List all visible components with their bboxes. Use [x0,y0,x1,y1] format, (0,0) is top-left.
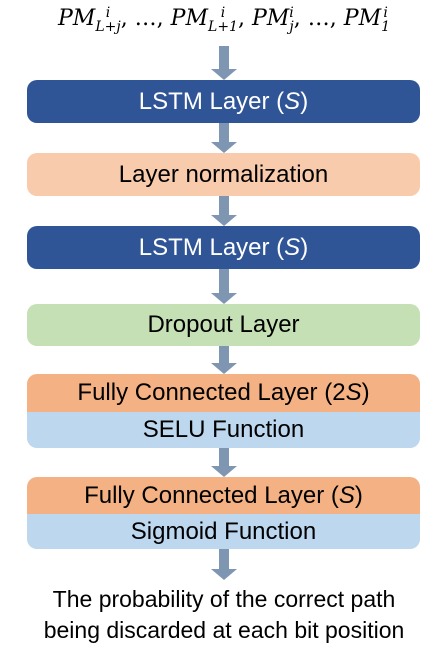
down-arrow-icon [211,269,237,304]
path-metric-base: PM [57,6,96,31]
lstm-layer-1-param: S [284,87,301,115]
path-metric-superscript: i [383,5,388,21]
input-separator: , [237,6,252,31]
fully-connected-layer-2-param: S [338,481,355,509]
path-metric-subscript: 1 [381,19,391,35]
path-metric-superscript: i [105,5,111,21]
down-arrow-icon [211,123,237,153]
fully-connected-layer-2-close: ) [354,481,363,509]
layer-normalization-label: Layer normalization [118,160,329,188]
dropout-layer: Dropout Layer [27,304,420,346]
path-metric-superscript: i [220,5,226,21]
lstm-layer-2: LSTM Layer (S) [27,226,420,269]
down-arrow-icon [211,448,237,477]
lstm-layer-2-close: ) [300,233,309,261]
input-separator: , …, [120,6,171,31]
selu-function: SELU Function [27,412,420,448]
fully-connected-layer-1-param: S [345,379,362,406]
sigmoid-function-label: Sigmoid Function [130,517,317,545]
fully-connected-layer-2-label: Fully Connected Layer ( [84,481,339,509]
lstm-layer-1: LSTM Layer (S) [27,80,420,123]
fully-connected-layer-2: Fully Connected Layer (S) [27,477,420,514]
dropout-layer-label: Dropout Layer [147,311,300,338]
output-description: The probability of the correct path bein… [0,584,448,646]
sigmoid-function: Sigmoid Function [27,514,420,549]
selu-function-label: SELU Function [142,416,305,443]
path-metric-base: PM [251,6,290,31]
lstm-layer-2-label: LSTM Layer ( [138,233,285,261]
down-arrow-icon [211,46,237,80]
path-metric-subscript: L+j [95,19,121,35]
layer-normalization: Layer normalization [27,153,420,196]
lstm-layer-2-param: S [284,233,301,261]
path-metric-base: PM [343,6,382,31]
down-arrow-icon [211,196,237,226]
input-separator: , …, [293,6,344,31]
path-metric-superscript: i [289,5,294,21]
path-metric-base: PM [170,6,209,31]
path-metric-subscript: L+1 [208,19,238,35]
lstm-layer-1-close: ) [300,87,309,115]
fully-connected-layer-1-label: Fully Connected Layer (2 [77,379,346,406]
output-line-2: being discarded at each bit position [43,617,405,643]
output-line-1: The probability of the correct path [52,586,396,612]
fully-connected-layer-1-close: ) [361,379,370,406]
lstm-layer-1-label: LSTM Layer ( [138,87,285,115]
down-arrow-icon [211,549,237,580]
path-metric-subscript: j [289,19,294,35]
down-arrow-icon [211,346,237,374]
